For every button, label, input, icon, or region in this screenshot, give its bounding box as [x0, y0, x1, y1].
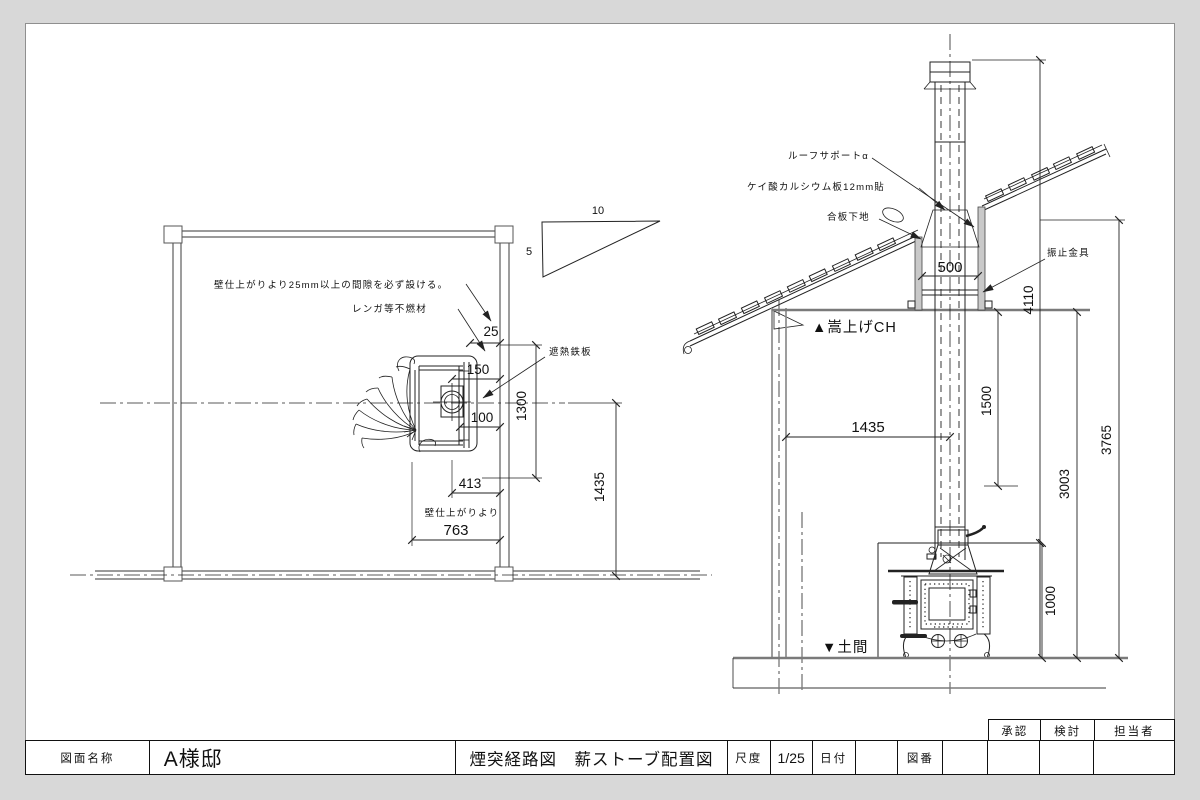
label-plywood: 合板下地 [827, 211, 870, 223]
person-label: 担当者 [1093, 720, 1174, 741]
dim-763: 763 [443, 522, 468, 539]
damper-handle [965, 527, 984, 538]
door-handle [892, 600, 918, 605]
stove-section [888, 569, 1004, 659]
date-value [854, 741, 898, 774]
plan-annotations: 壁仕上がりより25mm以上の間隙を必ず設ける。 レンガ等不燃材 遮熱鉄板 [214, 279, 592, 399]
damper-assembly [926, 525, 986, 575]
scale-value: 1/25 [769, 741, 812, 774]
floor [732, 656, 1128, 689]
label-roof-support: ルーフサポートα [788, 151, 869, 162]
label-from-wall-finish: 壁仕上がりより [425, 507, 500, 519]
drawing-sheet [25, 23, 1175, 775]
ash-handle [900, 634, 927, 638]
dim-500: 500 [937, 259, 962, 276]
label-sway-brace: 振止金具 [1047, 247, 1090, 259]
dim-150: 150 [467, 362, 490, 377]
dim-1300: 1300 [514, 391, 529, 421]
note-wall-gap: 壁仕上がりより25mm以上の間隙を必ず設ける。 [214, 279, 448, 291]
chimney-cap [923, 61, 977, 90]
dim-1435-section: 1435 [851, 419, 884, 436]
roof-support-bracket [882, 207, 904, 223]
plan-view: 壁仕上がりより25mm以上の間隙を必ず設ける。 レンガ等不燃材 遮熱鉄板 25 … [70, 205, 712, 582]
person-value [1093, 741, 1174, 774]
plan-dimensions: 25 150 100 1300 413 壁仕上がりより 763 1435 [407, 324, 622, 581]
drawing-name-value: A様邸 [148, 741, 455, 774]
label-calcium-board: ケイ酸カルシウム板12mm貼 [747, 181, 885, 193]
slope-rise: 5 [526, 246, 532, 258]
door-swing-arcs [352, 356, 437, 453]
section-dimensions: 1435 4110 1500 3003 3765 1000 [781, 55, 1125, 663]
dim-3003: 3003 [1057, 469, 1072, 499]
dim-4110: 4110 [1021, 285, 1036, 314]
chimney-chase: 500 [907, 206, 993, 311]
review-label: 検討 [1040, 720, 1093, 741]
label-ceiling-level: ▲嵩上げCH [812, 319, 897, 336]
number-value [942, 741, 987, 774]
drawing-name-label: 図面名称 [60, 752, 115, 765]
section-view: 500 [682, 34, 1128, 694]
plan-centerlines [70, 402, 712, 576]
review-value [1039, 741, 1093, 774]
dim-100: 100 [471, 410, 494, 425]
approval-value [987, 741, 1039, 774]
titleblock-main-row: 図面名称 A様邸 煙突経路図 薪ストーブ配置図 尺度 1/25 日付 図番 [25, 740, 1175, 775]
number-label: 図番 [897, 741, 942, 774]
chimney-pipe [882, 34, 980, 694]
note-heat-shield: 遮熱鉄板 [549, 346, 592, 358]
flue-outlet-plan [433, 383, 471, 421]
section-wall [771, 300, 803, 694]
dim-25: 25 [483, 324, 498, 339]
dim-1500: 1500 [979, 386, 994, 416]
slope-run: 10 [592, 205, 604, 217]
label-floor-level: ▼土間 [822, 639, 868, 656]
titleblock-approval-header: 承認 検討 担当者 [988, 719, 1175, 741]
gutter [682, 340, 692, 355]
dim-413: 413 [459, 476, 482, 491]
dim-1000: 1000 [1043, 586, 1058, 616]
slope-triangle: 10 5 [526, 205, 661, 278]
dim-1435-plan: 1435 [592, 472, 607, 502]
note-noncombustible: レンガ等不燃材 [352, 303, 427, 315]
drawing-title: 煙突経路図 薪ストーブ配置図 [455, 741, 727, 774]
dim-3765: 3765 [1099, 425, 1114, 455]
plan-walls [95, 225, 700, 582]
date-label: 日付 [811, 741, 855, 774]
eave-brace [773, 310, 805, 330]
approval-label: 承認 [1001, 725, 1029, 738]
scale-label: 尺度 [726, 741, 770, 774]
section-annotations: ルーフサポートα ケイ酸カルシウム板12mm貼 合板下地 振止金具 ▲嵩上げCH… [747, 151, 1090, 656]
storm-collar [920, 209, 980, 248]
